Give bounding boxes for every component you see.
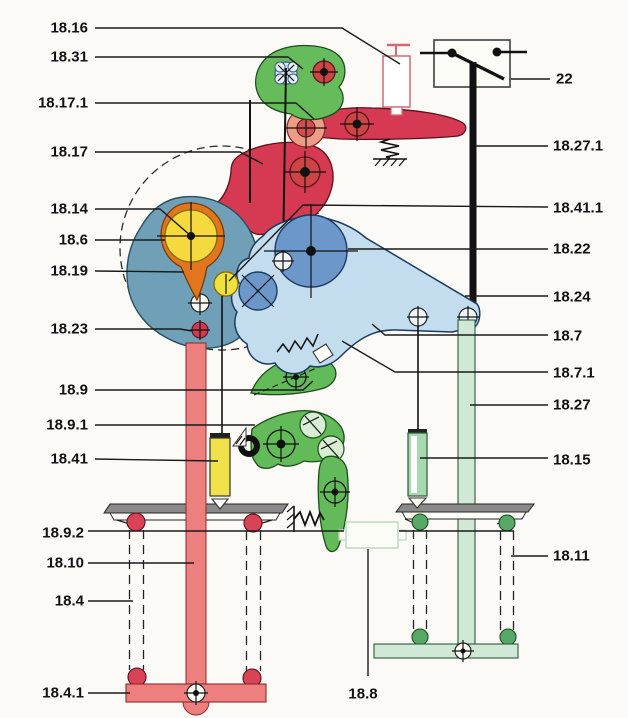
part-label-18.27: 18.27	[553, 397, 591, 414]
thick-drive-rod	[469, 62, 477, 308]
red-stop-dot	[190, 320, 210, 340]
part-label-18.17: 18.17	[50, 144, 88, 161]
leader-line-18.14	[95, 208, 192, 237]
part-label-18.16: 18.16	[50, 20, 88, 37]
green-l-lever	[250, 409, 345, 470]
leader-line-18.23	[95, 328, 193, 332]
lever-spring	[276, 333, 319, 354]
green-damper	[407, 429, 428, 509]
green-rollers	[411, 513, 517, 646]
mint-push-bar	[457, 319, 476, 653]
leader-line-18.7.1	[341, 340, 548, 373]
red-bolt-top	[310, 58, 338, 86]
guide-lines-right	[412, 530, 515, 630]
leader-line-18.16	[95, 27, 401, 65]
part-label-18.17.1: 18.17.1	[38, 95, 88, 112]
part-label-18.11: 18.11	[553, 548, 590, 565]
lever-left-bolt	[272, 250, 294, 272]
leader-line-18.7	[371, 323, 548, 336]
dashpot-cylinder	[382, 43, 411, 116]
part-label-18.6: 18.6	[59, 232, 88, 249]
green-blade	[317, 455, 350, 553]
part-label-18.22: 18.22	[553, 241, 591, 258]
leader-line-18.17	[95, 151, 264, 165]
blade-spring	[286, 505, 325, 532]
leader-line-18.19	[94, 270, 185, 273]
switch-terminal-right	[492, 47, 502, 57]
right-slide-plate	[395, 503, 535, 525]
leader-line-18.31	[95, 56, 304, 70]
part-label-18.41.1: 18.41.1	[553, 200, 603, 217]
arm-return-spring	[373, 138, 407, 167]
part-label-18.23: 18.23	[50, 321, 88, 338]
big-blue-roller	[264, 204, 358, 298]
part-label-18.4: 18.4	[55, 593, 85, 610]
part-label-18.7: 18.7	[553, 328, 582, 345]
part-label-18.9.1: 18.9.1	[46, 417, 88, 434]
leader-line-18.41.1	[228, 204, 549, 282]
red-lift-rod	[185, 342, 207, 689]
part-label-18.9: 18.9	[59, 382, 88, 399]
part-label-18.19: 18.19	[50, 263, 88, 280]
leader-line-18.41	[94, 458, 219, 462]
leader-line-18.9	[95, 380, 314, 391]
link-box	[338, 521, 407, 549]
guide-lines-left	[128, 530, 262, 671]
green-cross-bar	[373, 640, 519, 662]
part-label-18.24: 18.24	[553, 289, 591, 306]
part-label-18.31: 18.31	[50, 49, 88, 66]
part-label-18.15: 18.15	[553, 452, 591, 469]
leader-line-18.17.1	[95, 102, 315, 120]
green-cam-lever-top	[255, 44, 346, 121]
yellow-damper	[209, 433, 231, 510]
small-blue-roller	[238, 271, 278, 311]
switch-blade	[451, 51, 505, 81]
part-label-18.14: 18.14	[50, 201, 88, 218]
part-label-18.7.1: 18.7.1	[553, 365, 595, 382]
part-label-18.27.1: 18.27.1	[553, 138, 603, 155]
labels-layer: 18.16 18.31 18.17.1 18.17 18.14 18.6 18.19 18.2…	[38, 20, 603, 703]
red-rollers	[126, 512, 263, 688]
spring-seat-block	[312, 343, 334, 364]
part-label-18.8: 18.8	[348, 686, 377, 703]
part-label-22: 22	[556, 71, 573, 88]
part-label-18.41: 18.41	[50, 451, 88, 468]
part-label-18.4.1: 18.4.1	[42, 685, 84, 702]
red-arm	[310, 107, 467, 141]
part-label-18.10: 18.10	[46, 555, 84, 572]
part-label-18.9.2: 18.9.2	[42, 525, 84, 542]
fixed-guide-hatch	[232, 426, 247, 447]
